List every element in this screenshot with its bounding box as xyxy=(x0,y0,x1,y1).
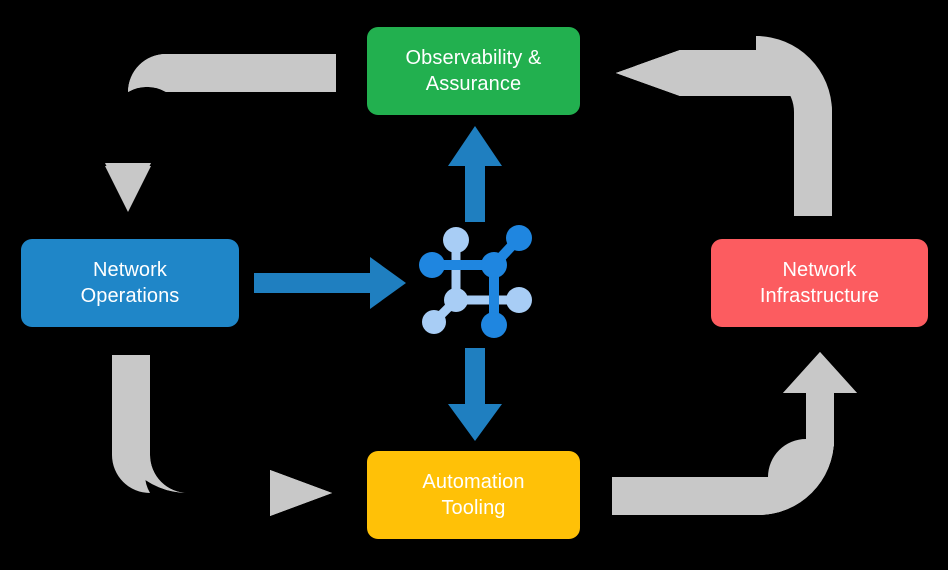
connector-infrastructure-to-observability xyxy=(616,36,832,216)
connector-automation-to-infrastructure xyxy=(612,352,857,515)
connector-center-to-automation xyxy=(448,348,502,441)
node-box-automation-tooling[interactable]: Automation Tooling xyxy=(367,451,580,539)
node-label-network-operations: Network Operations xyxy=(80,258,180,307)
network-topology-icon xyxy=(419,225,532,338)
node-box-network-operations[interactable]: Network Operations xyxy=(21,239,239,327)
node-label-network-infrastructure: Network Infrastructure xyxy=(759,258,880,307)
connector-ops-to-center xyxy=(254,257,406,309)
connector-observability-to-ops xyxy=(105,54,336,212)
node-label-automation-tooling: Automation Tooling xyxy=(422,470,525,519)
node-box-network-infrastructure[interactable]: Network Infrastructure xyxy=(711,239,928,327)
node-label-observability: Observability & Assurance xyxy=(405,46,542,95)
node-box-observability[interactable]: Observability & Assurance xyxy=(367,27,580,115)
connector-center-to-observability xyxy=(448,126,502,222)
connector-ops-to-automation xyxy=(112,355,332,516)
